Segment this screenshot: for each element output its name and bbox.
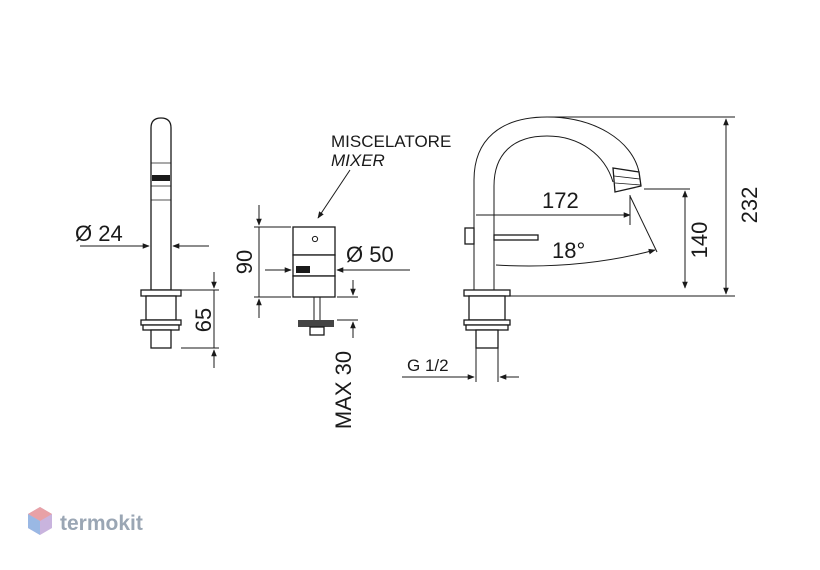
label-height-140: 140 xyxy=(687,222,712,259)
label-thread: G 1/2 xyxy=(407,356,449,375)
dim-mixer-height: 90 xyxy=(232,205,291,318)
dim-spout-diameter: Ø 24 xyxy=(75,221,209,249)
brand-logo: termokit xyxy=(28,507,143,535)
dim-angle: 18° xyxy=(495,195,658,267)
brand-name: termokit xyxy=(60,512,143,535)
label-height-90: 90 xyxy=(232,250,257,274)
dim-spout-height: 140 xyxy=(644,188,712,289)
label-height-65: 65 xyxy=(191,308,216,332)
dim-max-thickness: MAX 30 xyxy=(331,280,358,429)
label-dia-24: Ø 24 xyxy=(75,221,123,246)
spout-side-view xyxy=(140,117,182,349)
label-reach-172: 172 xyxy=(542,188,579,213)
dim-mixer-diameter: Ø 50 xyxy=(265,242,410,273)
label-max-30: MAX 30 xyxy=(331,351,356,429)
spout-front-view xyxy=(463,116,642,349)
label-angle-18: 18° xyxy=(552,238,585,263)
mixer-leader-arrow xyxy=(317,169,351,219)
dim-reach: 172 xyxy=(476,188,631,225)
dim-base-height: 65 xyxy=(181,272,219,368)
dim-thread: G 1/2 xyxy=(402,348,519,382)
dim-total-height: 232 xyxy=(510,116,762,297)
mixer-view xyxy=(292,226,336,336)
label-mixer-en: MIXER xyxy=(331,151,385,170)
label-height-232: 232 xyxy=(737,187,762,224)
label-mixer-it: MISCELATORE xyxy=(331,132,451,151)
label-dia-50: Ø 50 xyxy=(346,242,394,267)
